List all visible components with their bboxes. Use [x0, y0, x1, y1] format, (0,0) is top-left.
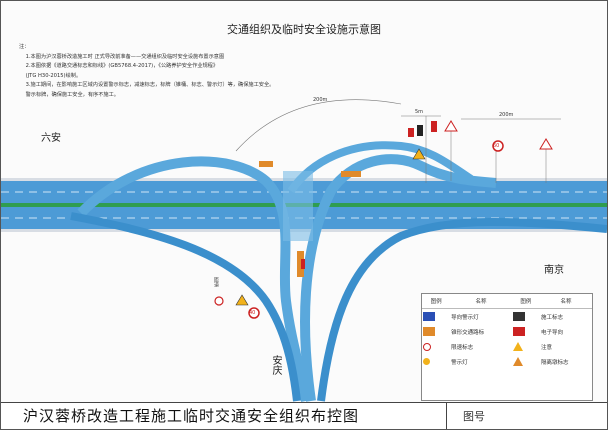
prohibition-sign-icon — [214, 296, 224, 306]
legend-header: 图例 — [511, 294, 540, 309]
dimension-arc — [235, 99, 402, 152]
city-label-south: 安庆 — [270, 355, 281, 375]
figure-number-label: 图号 — [463, 410, 485, 423]
cone-icon — [423, 327, 435, 336]
legend-row: 限速标志 注意 — [422, 339, 592, 354]
ramp-southwest — [70, 212, 301, 402]
speed-limit-value: 60 — [493, 143, 500, 149]
legend-item-name: 注意 — [541, 344, 553, 351]
legend-table: 图例 名称 图例 名称 导向警示灯 施工标志 锥形交通路标 电子导向 — [421, 293, 593, 401]
speed-limit-icon — [423, 342, 431, 351]
barrier-sign-icon — [512, 357, 523, 366]
legend-header: 名称 — [540, 294, 592, 309]
barrier-marker — [417, 125, 423, 136]
speed-limit-value: 40 — [249, 310, 256, 316]
title-block-divider — [446, 403, 447, 429]
legend-item-name: 导向警示灯 — [451, 314, 479, 321]
warning-sign-icon — [539, 138, 553, 150]
ramp-southeast — [317, 217, 607, 402]
city-label-west: 六安 — [41, 133, 61, 144]
legend-item-name: 警示灯 — [451, 359, 468, 366]
notes-block: 注： 1.本图为沪汉蓉桥改造施工时 正式导改前准备——交通组织及临时安全设施布置… — [19, 44, 275, 98]
dimension-span-label: 5m — [415, 109, 424, 115]
barrier-marker — [408, 128, 414, 137]
work-zone — [341, 171, 361, 177]
legend-item-name: 锥形交通路标 — [451, 329, 485, 336]
speed-limit-sign-icon — [492, 140, 504, 152]
speed-limit-sign-icon — [248, 307, 260, 319]
diagram-title: 交通组织及临时安全设施示意图 — [227, 23, 381, 36]
work-zone — [297, 251, 304, 277]
arrow-board-icon — [423, 312, 435, 321]
legend-header: 名称 — [450, 294, 512, 309]
ramp-north — [287, 141, 474, 194]
work-sign-icon — [512, 312, 525, 321]
warning-sign-icon — [444, 120, 458, 132]
legend-item-name: 隔离墩标志 — [541, 359, 569, 366]
legend-item-name: 限速标志 — [451, 344, 474, 351]
electronic-guide-icon — [512, 327, 525, 336]
caution-icon — [512, 342, 523, 351]
legend-header: 图例 — [422, 294, 451, 309]
barrier-marker — [259, 161, 273, 167]
bridge-deck — [283, 171, 313, 241]
title-block: 沪汉蓉桥改造工程施工临时交通安全组织布控图 图号 — [1, 402, 607, 429]
legend-row: 导向警示灯 施工标志 — [422, 309, 592, 325]
barrier-marker — [301, 259, 305, 269]
dimension-span-label: 200m — [499, 112, 514, 118]
legend-item-name: 施工标志 — [541, 314, 564, 321]
legend-item-name: 电子导向 — [541, 329, 564, 336]
warning-light-icon — [423, 358, 430, 365]
ramp-label: 匝道 — [213, 277, 219, 287]
legend-row: 锥形交通路标 电子导向 — [422, 324, 592, 339]
barrier-marker — [431, 121, 437, 132]
legend-row: 警示灯 隔离墩标志 — [422, 354, 592, 369]
dimension-arc-label: 200m — [313, 97, 328, 103]
warning-sign-icon — [235, 294, 249, 306]
warning-sign-icon — [412, 148, 426, 160]
city-label-east: 南京 — [544, 265, 564, 276]
drawing-title: 沪汉蓉桥改造工程施工临时交通安全组织布控图 — [23, 407, 360, 425]
